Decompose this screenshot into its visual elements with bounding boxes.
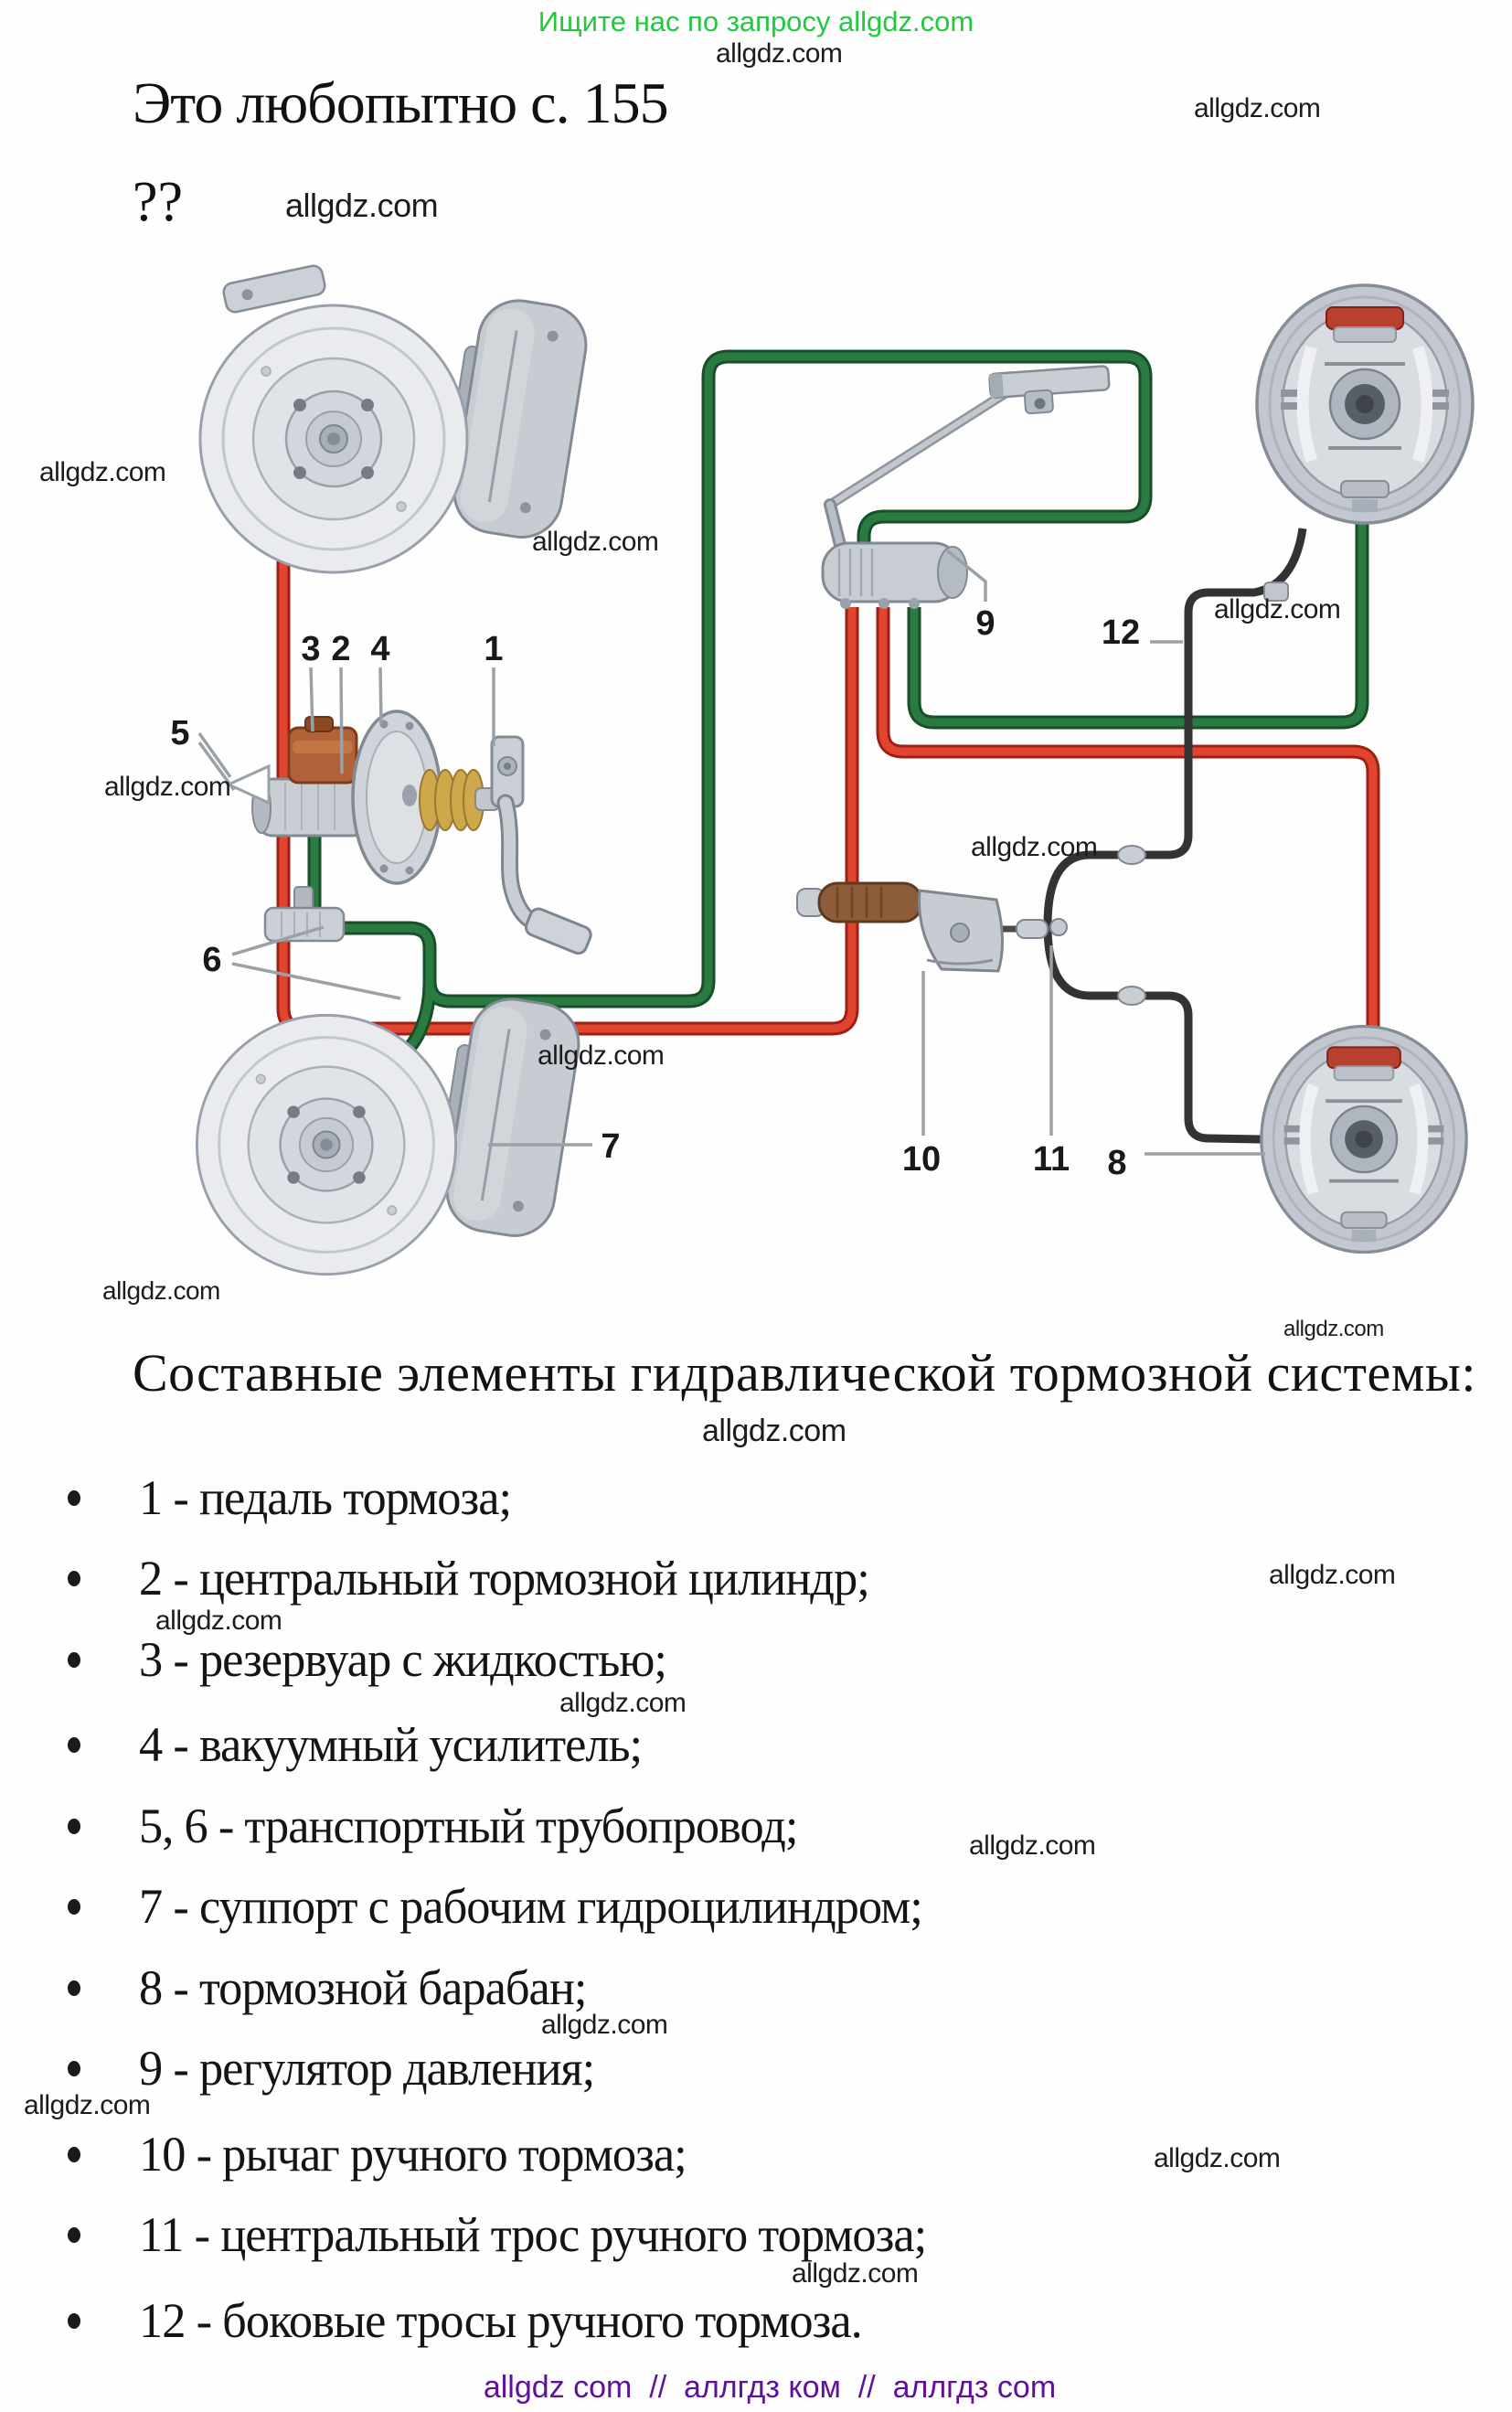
list-item: 4 - вакуумный усилитель; bbox=[57, 1712, 657, 1777]
list-item: 8 - тормозной барабан; bbox=[57, 1955, 601, 2021]
watermark: allgdz.com bbox=[969, 1830, 1096, 1861]
watermark: allgdz.com bbox=[1154, 2143, 1281, 2173]
list-item: 9 - регулятор давления; bbox=[57, 2035, 609, 2101]
watermark: allgdz.com bbox=[559, 1688, 687, 1718]
list-item: 3 - резервуар с жидкостью; bbox=[57, 1627, 683, 1692]
page-title: Это любопытно с. 155 bbox=[133, 70, 669, 135]
watermark: allgdz.com bbox=[1283, 1317, 1384, 1341]
watermark: allgdz.com bbox=[538, 1041, 665, 1071]
list-item: 10 - рычаг ручного тормоза; bbox=[57, 2121, 703, 2187]
watermark: allgdz.com bbox=[716, 38, 843, 69]
watermark: allgdz.com bbox=[1214, 594, 1341, 624]
question-marks: ?? bbox=[133, 171, 184, 233]
bullet-dot bbox=[68, 2312, 80, 2329]
callout-9: 9 bbox=[975, 604, 995, 643]
bullet-dot bbox=[68, 1980, 80, 1996]
callout-2: 2 bbox=[331, 630, 350, 668]
callout-5: 5 bbox=[170, 714, 189, 752]
watermark: allgdz.com bbox=[792, 2258, 919, 2289]
bullet-dot bbox=[68, 1736, 80, 1753]
list-item-text: 12 - боковые тросы ручного тормоза. bbox=[139, 2293, 863, 2348]
footer-watermark-line: allgdz com // аллгдз ком // аллгдз com bbox=[483, 2370, 1057, 2405]
promo-banner: Ищите нас по запросу allgdz.com bbox=[538, 5, 974, 37]
list-item: 1 - педаль тормоза; bbox=[57, 1465, 523, 1531]
watermark: allgdz.com bbox=[104, 772, 231, 802]
list-item: 5, 6 - транспортный трубопровод; bbox=[57, 1793, 818, 1859]
callout-12: 12 bbox=[1102, 614, 1140, 652]
bullet-dot bbox=[68, 1898, 80, 1915]
callout-leaders bbox=[197, 549, 1265, 1156]
list-item: 12 - боковые тросы ручного тормоза. bbox=[57, 2288, 884, 2353]
bullet-dot bbox=[68, 1651, 80, 1668]
callout-8: 8 bbox=[1107, 1144, 1126, 1182]
watermark: allgdz.com bbox=[1194, 93, 1321, 123]
master-cylinder-assembly bbox=[251, 710, 592, 955]
handbrake-lever bbox=[796, 582, 1289, 1006]
callout-7: 7 bbox=[601, 1127, 620, 1166]
list-item-text: 10 - рычаг ручного тормоза; bbox=[139, 2127, 687, 2182]
watermark: allgdz.com bbox=[39, 457, 166, 487]
bullet-dot bbox=[68, 1489, 80, 1506]
watermark: allgdz.com bbox=[102, 1276, 220, 1305]
list-item-text: 1 - педаль тормоза; bbox=[139, 1470, 512, 1525]
callout-4: 4 bbox=[370, 630, 389, 668]
list-item-text: 2 - центральный тормозной цилиндр; bbox=[139, 1551, 870, 1606]
callout-3: 3 bbox=[301, 630, 320, 668]
brake-pedal-pad bbox=[524, 907, 592, 955]
callout-11: 11 bbox=[1033, 1140, 1070, 1179]
callout-1: 1 bbox=[484, 630, 503, 668]
bullet-dot bbox=[68, 2226, 80, 2243]
pointer-wedge bbox=[225, 763, 271, 806]
section-heading: Составные элементы гидравлической тормоз… bbox=[133, 1343, 1476, 1403]
bullet-dot bbox=[68, 1818, 80, 1834]
cable-equalizer bbox=[1049, 918, 1068, 936]
side-cable-12 bbox=[1043, 528, 1307, 1145]
watermark: allgdz.com bbox=[541, 2010, 668, 2040]
bullet-dot bbox=[68, 2060, 80, 2076]
list-item-text: 3 - резервуар с жидкостью; bbox=[139, 1632, 667, 1687]
list-item: 7 - суппорт с рабочим гидроцилиндром; bbox=[57, 1873, 946, 1939]
bullet-dot bbox=[68, 2146, 80, 2162]
regulator-bracket bbox=[988, 365, 1111, 415]
list-item-text: 11 - центральный трос ручного тормоза; bbox=[139, 2207, 927, 2262]
mount-tab bbox=[222, 264, 326, 314]
pipe-junction-fitting bbox=[225, 763, 346, 943]
callout-numbers: 3 2 4 1 5 6 7 9 12 10 11 8 bbox=[170, 604, 1140, 1182]
list-item-text: 8 - тормозной барабан; bbox=[139, 1960, 587, 2015]
watermark: allgdz.com bbox=[1269, 1560, 1396, 1590]
list-item: 2 - центральный тормозной цилиндр; bbox=[57, 1545, 892, 1611]
watermark: allgdz.com bbox=[24, 2090, 151, 2120]
watermark: allgdz.com bbox=[702, 1414, 847, 1448]
callout-10: 10 bbox=[902, 1140, 941, 1179]
watermark: allgdz.com bbox=[155, 1606, 282, 1636]
watermark: allgdz.com bbox=[532, 527, 659, 557]
list-item-text: 9 - регулятор давления; bbox=[139, 2041, 595, 2096]
list-item-text: 4 - вакуумный усилитель; bbox=[139, 1717, 643, 1772]
list-item-text: 5, 6 - транспортный трубопровод; bbox=[139, 1798, 798, 1853]
list-item: 11 - центральный трос ручного тормоза; bbox=[57, 2202, 951, 2268]
callout-6: 6 bbox=[202, 941, 221, 979]
watermark: allgdz.com bbox=[971, 832, 1098, 862]
pressure-regulator bbox=[821, 365, 1111, 609]
watermark: allgdz.com bbox=[285, 187, 439, 224]
list-item-text: 7 - суппорт с рабочим гидроцилиндром; bbox=[139, 1879, 923, 1934]
bullet-dot bbox=[68, 1570, 80, 1586]
pushrod-bellows bbox=[419, 769, 484, 831]
